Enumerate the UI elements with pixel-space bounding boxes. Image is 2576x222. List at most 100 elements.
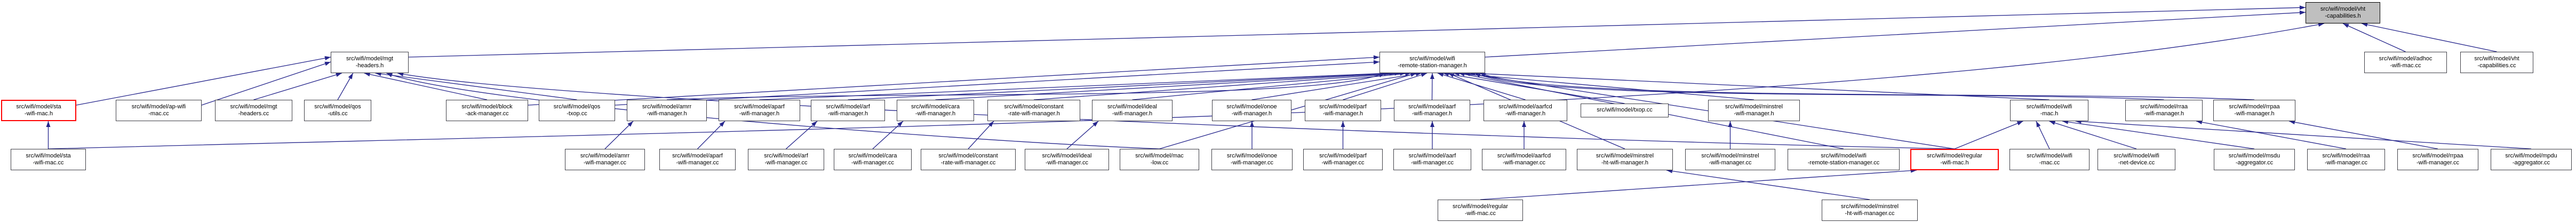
graph-node-label-line: src/wifi/model/qos <box>553 103 601 110</box>
graph-node-label-line: src/wifi/model/wifi <box>1821 152 1867 159</box>
edge-arrowhead <box>2049 121 2056 125</box>
graph-node-rraa-wifi-manager-cc[interactable]: src/wifi/model/rraa-wifi-manager.cc <box>2307 149 2385 170</box>
graph-node-mgt-headers-cc[interactable]: src/wifi/model/mgt-headers.cc <box>215 100 292 121</box>
graph-node-regular-wifi-mac-cc[interactable]: src/wifi/model/regular-wifi-mac.cc <box>1438 200 1523 221</box>
graph-node-mpdu-aggregator-cc[interactable]: src/wifi/model/mpdu-aggregator.cc <box>2491 149 2572 170</box>
graph-node-vht-capabilities-cc[interactable]: src/wifi/model/vht-capabilities.cc <box>2460 52 2533 73</box>
include-edge <box>253 73 342 100</box>
include-edge <box>201 61 331 106</box>
include-edge <box>2075 121 2532 149</box>
graph-node-label-line: -wifi-manager.h <box>1112 110 1153 117</box>
graph-node-minstrel-ht-wifi-manager-h[interactable]: src/wifi/model/minstrel-ht-wifi-manager.… <box>1577 149 1673 170</box>
graph-node-arf-wifi-manager-cc[interactable]: src/wifi/model/arf-wifi-manager.cc <box>748 149 824 170</box>
include-edge <box>48 23 2325 149</box>
graph-node-mac-low-cc[interactable]: src/wifi/model/mac-low.cc <box>1120 149 1199 170</box>
graph-node-constant-rate-wifi-manager-h[interactable]: src/wifi/model/constant-rate-wifi-manage… <box>987 100 1080 121</box>
graph-node-label-line: src/wifi/model/msdu <box>2228 152 2280 159</box>
graph-node-label-line: -wifi-manager.h <box>739 110 780 117</box>
graph-node-wifi-net-device-cc[interactable]: src/wifi/model/wifi-net-device.cc <box>2098 149 2175 170</box>
graph-node-label-line: -wifi-mac.h <box>24 110 53 117</box>
graph-node-label-line: -ht-wifi-manager.cc <box>1845 210 1895 217</box>
graph-node-wifi-mac-cc[interactable]: src/wifi/model/wifi-mac.cc <box>2009 149 2089 170</box>
graph-node-label-line: -wifi-manager.cc <box>851 160 895 166</box>
include-edge <box>1437 73 1526 100</box>
graph-node-ideal-wifi-manager-h[interactable]: src/wifi/model/ideal-wifi-manager.h <box>1092 100 1173 121</box>
graph-node-wifi-remote-station-manager-h[interactable]: src/wifi/model/wifi-remote-station-manag… <box>1379 52 1485 73</box>
edge-arrowhead <box>897 121 903 127</box>
graph-node-sta-wifi-mac-cc[interactable]: src/wifi/model/sta-wifi-mac.cc <box>11 149 86 170</box>
include-edge <box>759 73 1390 100</box>
graph-node-qos-utils-cc[interactable]: src/wifi/model/qos-utils.cc <box>304 100 371 121</box>
graph-node-aarfcd-wifi-manager-cc[interactable]: src/wifi/model/aarfcd-wifi-manager.cc <box>1482 149 1566 170</box>
include-edge <box>1132 73 1411 100</box>
graph-node-txop-cc[interactable]: src/wifi/model/txop.cc <box>1581 104 1669 117</box>
graph-node-ap-wifi-mac-cc[interactable]: src/wifi/model/ap-wifi-mac.cc <box>116 100 202 121</box>
graph-node-adhoc-wifi-mac-cc[interactable]: src/wifi/model/adhoc-wifi-mac.cc <box>2364 52 2447 73</box>
graph-node-parf-wifi-manager-h[interactable]: src/wifi/model/parf-wifi-manager.h <box>1305 100 1381 121</box>
graph-node-onoe-wifi-manager-cc[interactable]: src/wifi/model/onoe-wifi-manager.cc <box>1211 149 1293 170</box>
graph-node-label-line: src/wifi/model/rrpaa <box>2412 152 2463 159</box>
edge-arrowhead <box>1437 73 1444 77</box>
edge-arrowhead <box>46 121 51 127</box>
graph-node-cara-wifi-manager-cc[interactable]: src/wifi/model/cara-wifi-manager.cc <box>834 149 912 170</box>
graph-node-label-line: -wifi-manager.cc <box>1502 160 1546 166</box>
graph-node-label-line: src/wifi/model/constant <box>938 152 998 159</box>
graph-node-rraa-wifi-manager-h[interactable]: src/wifi/model/rraa-wifi-manager.h <box>2125 100 2203 121</box>
graph-node-regular-wifi-mac-h[interactable]: src/wifi/model/regular-wifi-mac.h <box>1910 149 1999 170</box>
graph-node-wifi-remote-station-manager-cc[interactable]: src/wifi/model/wifi-remote-station-manag… <box>1788 149 1900 170</box>
edge-arrowhead <box>1458 72 1465 77</box>
include-edge <box>1066 121 1099 149</box>
edge-arrowhead <box>1474 73 1481 77</box>
graph-node-label-line: src/wifi/model/mgt <box>346 55 394 62</box>
include-edge <box>968 121 994 149</box>
graph-node-label-line: -headers.h <box>355 62 384 69</box>
graph-node-label-line: src/wifi/model/rraa <box>2140 103 2188 110</box>
graph-node-label-line: src/wifi/model/minstrel <box>1701 152 1759 159</box>
graph-node-constant-rate-wifi-manager-cc[interactable]: src/wifi/model/constant-rate-wifi-manage… <box>921 149 1016 170</box>
graph-node-aarf-wifi-manager-h[interactable]: src/wifi/model/aarf-wifi-manager.h <box>1394 100 1470 121</box>
graph-node-rrpaa-wifi-manager-cc[interactable]: src/wifi/model/rrpaa-wifi-manager.cc <box>2397 149 2478 170</box>
graph-node-label-line: src/wifi/model/wifi <box>2027 152 2072 159</box>
include-edge <box>76 57 331 106</box>
graph-node-label-line: src/wifi/model/arf <box>764 152 808 159</box>
graph-node-label-line: -utils.cc <box>328 110 348 117</box>
graph-node-label-line: src/wifi/model/aarf <box>1408 103 1456 110</box>
edge-arrowhead <box>2343 23 2349 28</box>
graph-node-label-line: src/wifi/model/cara <box>911 103 960 110</box>
include-edge <box>1485 12 2306 58</box>
graph-node-label-line: -wifi-mac.cc <box>33 160 64 166</box>
graph-node-rrpaa-wifi-manager-h[interactable]: src/wifi/model/rrpaa-wifi-manager.h <box>2213 100 2295 121</box>
graph-node-minstrel-wifi-manager-h[interactable]: src/wifi/model/minstrel-wifi-manager.h <box>1708 100 1800 121</box>
graph-node-label-line: src/wifi/model/rraa <box>2322 152 2370 159</box>
graph-node-aarf-wifi-manager-cc[interactable]: src/wifi/model/aarf-wifi-manager.cc <box>1393 149 1471 170</box>
graph-node-arf-wifi-manager-h[interactable]: src/wifi/model/arf-wifi-manager.h <box>811 100 885 121</box>
graph-node-ideal-wifi-manager-cc[interactable]: src/wifi/model/ideal-wifi-manager.cc <box>1025 149 1109 170</box>
graph-node-mgt-headers-h[interactable]: src/wifi/model/mgt-headers.h <box>331 52 409 73</box>
graph-node-qos-txop-cc[interactable]: src/wifi/model/qos-txop.cc <box>539 100 615 121</box>
graph-node-aparf-wifi-manager-cc[interactable]: src/wifi/model/aparf-wifi-manager.cc <box>659 149 736 170</box>
graph-node-wifi-mac-h[interactable]: src/wifi/model/wifi-mac.h <box>2010 100 2088 121</box>
graph-node-cara-wifi-manager-h[interactable]: src/wifi/model/cara-wifi-manager.h <box>897 100 974 121</box>
edge-arrowhead <box>2362 22 2368 27</box>
graph-node-label-line: -mac.h <box>2040 110 2059 117</box>
graph-node-msdu-aggregator-cc[interactable]: src/wifi/model/msdu-aggregator.cc <box>2214 149 2295 170</box>
graph-node-amrr-wifi-manager-cc[interactable]: src/wifi/model/amrr-wifi-manager.cc <box>565 149 645 170</box>
graph-node-label-line: src/wifi/model/onoe <box>1226 152 1278 159</box>
graph-node-minstrel-ht-wifi-manager-cc[interactable]: src/wifi/model/minstrel-ht-wifi-manager.… <box>1822 200 1918 221</box>
graph-node-aarfcd-wifi-manager-h[interactable]: src/wifi/model/aarfcd-wifi-manager.h <box>1484 100 1567 121</box>
graph-node-amrr-wifi-manager-h[interactable]: src/wifi/model/amrr-wifi-manager.h <box>627 100 707 121</box>
graph-node-aparf-wifi-manager-h[interactable]: src/wifi/model/aparf-wifi-manager.h <box>719 100 800 121</box>
edge-arrowhead <box>397 72 404 76</box>
graph-node-minstrel-wifi-manager-cc[interactable]: src/wifi/model/minstrel-wifi-manager.cc <box>1685 149 1775 170</box>
graph-node-vht-capabilities-h[interactable]: src/wifi/model/vht-capabilities.h <box>2306 2 2380 23</box>
edge-arrowhead <box>1728 121 1733 127</box>
graph-node-label-line: src/wifi/model/wifi <box>2026 103 2072 110</box>
graph-node-parf-wifi-manager-cc[interactable]: src/wifi/model/parf-wifi-manager.cc <box>1303 149 1383 170</box>
graph-node-block-ack-manager-cc[interactable]: src/wifi/model/block-ack-manager.cc <box>446 100 528 121</box>
graph-node-label-line: -aggregator.cc <box>2235 160 2274 166</box>
graph-node-label-line: src/wifi/model/onoe <box>1226 103 1277 110</box>
graph-node-sta-wifi-mac-h[interactable]: src/wifi/model/sta-wifi-mac.h <box>1 100 76 121</box>
graph-node-onoe-wifi-manager-h[interactable]: src/wifi/model/onoe-wifi-manager.h <box>1212 100 1291 121</box>
edge-arrowhead <box>2016 121 2023 125</box>
graph-node-label-line: src/wifi/model/amrr <box>642 103 692 110</box>
